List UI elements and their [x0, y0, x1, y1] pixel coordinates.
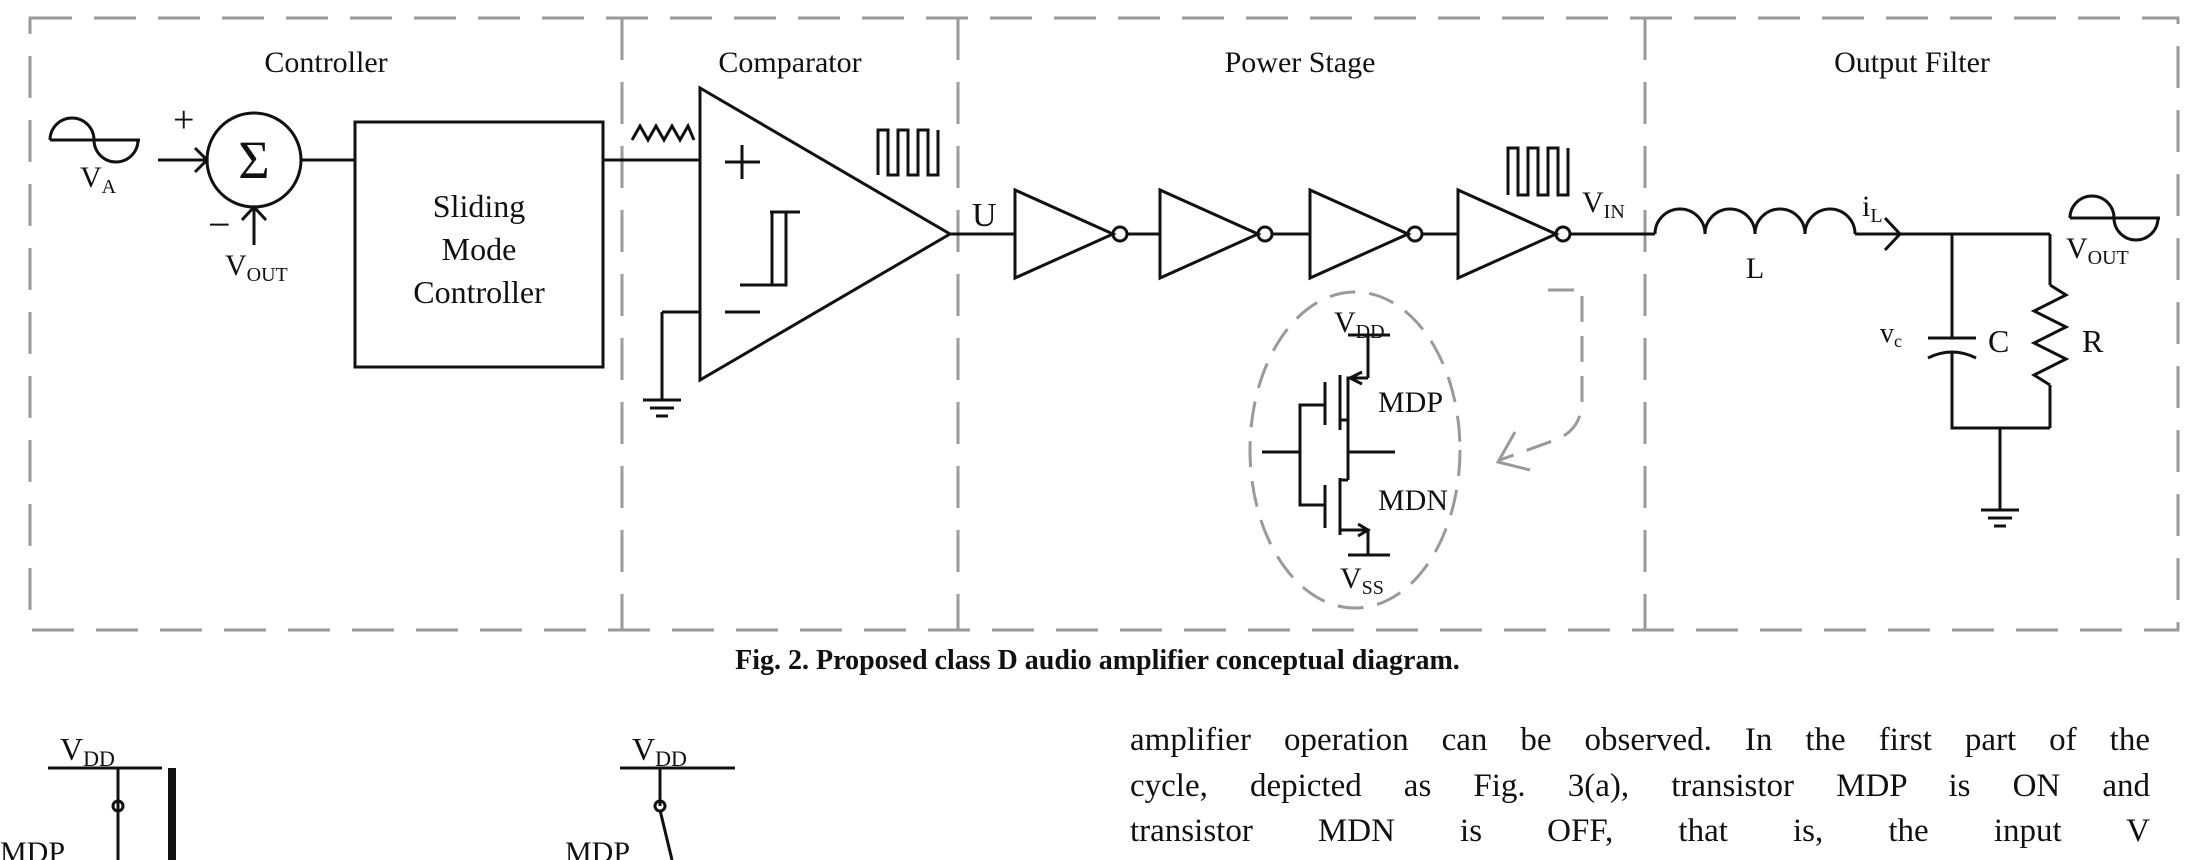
label-il: iL [1862, 190, 1883, 227]
smc-label-line1: Sliding [433, 188, 525, 224]
section-title-comparator: Comparator [718, 46, 861, 79]
callout-arrow-head [1495, 431, 1531, 472]
label-vss-cmos: VSS [1340, 562, 1384, 599]
bottom-right-mdp-label: MDP [565, 836, 630, 860]
comparator-triangle [698, 85, 953, 383]
inverter-3 [1308, 187, 1412, 281]
sigma-symbol: Σ [238, 130, 269, 190]
smc-label-line3: Controller [413, 274, 545, 310]
hysteresis-left [740, 210, 788, 287]
inverter-2 [1158, 187, 1262, 281]
bottom-right-switch [658, 809, 674, 860]
inverter-1 [1013, 187, 1117, 281]
section-title-output-filter: Output Filter [1834, 46, 1990, 79]
body-line-2: cycle, depicted as Fig. 3(a), transistor… [1130, 767, 2150, 804]
vout-sine-arc-bottom [2112, 217, 2160, 242]
triangle-wave-icon [630, 122, 696, 144]
body-line-3: transistor MDN is OFF, that is, the inpu… [1130, 813, 2150, 850]
vout-sine-arc-top [2068, 194, 2116, 219]
cmos-mdp-arrow [1346, 370, 1363, 386]
label-vout-output: VOUT [2066, 232, 2129, 269]
section-title-power-stage: Power Stage [1225, 46, 1376, 79]
summer-minus-sign: − [208, 202, 231, 247]
callout-arrow-path [1499, 288, 1584, 462]
label-vdd-cmos: VDD [1334, 306, 1385, 343]
label-vout-feedback: VOUT [225, 249, 288, 286]
hysteresis-right [770, 210, 800, 285]
outer-dashed-frame [28, 16, 2180, 632]
resistor-zigzag [2030, 283, 2070, 387]
body-paragraph: amplifier operation can be observed. In … [1130, 718, 2150, 855]
label-u: U [972, 197, 997, 234]
bottom-left-mdp-label: MDP [0, 836, 65, 860]
bottom-left-node [111, 799, 125, 813]
inductor-coil [1653, 207, 1857, 235]
label-capacitor: C [1988, 323, 2009, 359]
wire-filter-bottom [1950, 410, 2050, 430]
cmos-mdn-arrow [1357, 522, 1371, 538]
body-line-1: amplifier operation can be observed. In … [1130, 722, 2150, 758]
va-source-arc-top [48, 116, 96, 141]
smc-label-line2: Mode [442, 231, 517, 267]
bottom-left-vdd-label: VDD [60, 731, 115, 771]
inverter-4 [1456, 187, 1560, 281]
bottom-right-vdd-label: VDD [632, 731, 687, 771]
section-title-controller: Controller [264, 46, 387, 79]
section-borders [28, 16, 2180, 632]
cmos-mdp-drain [1346, 376, 1368, 420]
square-wave-icon-comparator [876, 128, 940, 177]
label-resistor: R [2082, 323, 2104, 359]
figure-caption: Fig. 2. Proposed class D audio amplifier… [735, 645, 1460, 676]
square-wave-icon-power [1506, 146, 1570, 197]
label-mdn: MDN [1378, 484, 1448, 517]
arrow-feedback [240, 204, 268, 222]
label-va: VA [80, 161, 117, 198]
label-mdp: MDP [1378, 386, 1443, 419]
cmos-gate-tie [1298, 403, 1325, 507]
sliding-mode-controller-block [353, 120, 605, 369]
cmos-detail-callout [1248, 290, 1462, 610]
va-source-arc-bottom [92, 139, 140, 164]
label-vin: VIN [1582, 186, 1625, 223]
label-inductor: L [1746, 252, 1764, 285]
arrow-inductor-current [1883, 216, 1903, 252]
label-vc: vc [1880, 318, 1902, 351]
summer-plus-sign: + [173, 99, 194, 141]
